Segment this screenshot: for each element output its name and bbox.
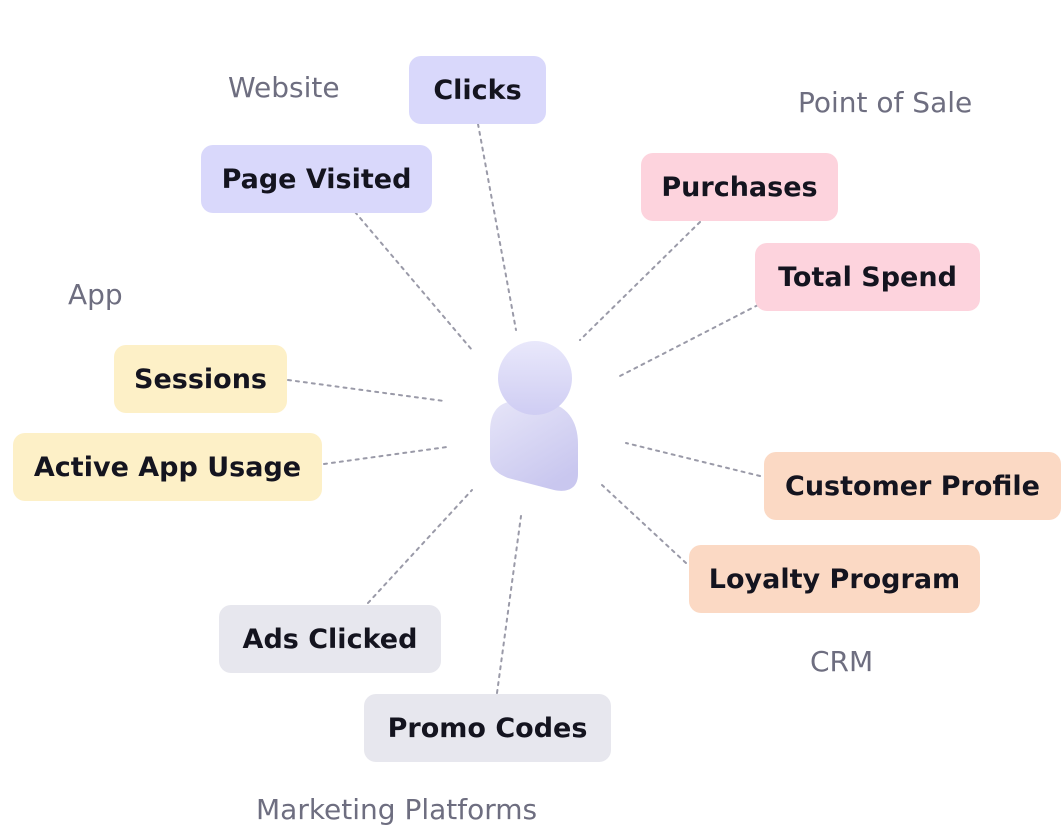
group-label-marketing-platforms: Marketing Platforms <box>256 793 538 826</box>
group-label-app: App <box>68 278 123 311</box>
node-active-app-usage[interactable]: Active App Usage <box>13 433 322 501</box>
connector-promo-codes <box>496 515 522 694</box>
node-customer-profile[interactable]: Customer Profile <box>764 452 1061 520</box>
node-clicks[interactable]: Clicks <box>409 56 546 124</box>
group-label-crm: CRM <box>810 645 874 678</box>
connector-loyalty-program <box>601 484 687 564</box>
connector-sessions <box>287 379 445 402</box>
connector-purchases <box>579 221 701 341</box>
connector-page-visited <box>354 211 473 351</box>
connector-clicks <box>477 123 517 331</box>
node-page-visited[interactable]: Page Visited <box>201 145 432 213</box>
connector-customer-profile <box>625 442 761 477</box>
node-loyalty-program[interactable]: Loyalty Program <box>689 545 980 613</box>
node-promo-codes[interactable]: Promo Codes <box>364 694 611 762</box>
connector-total-spend <box>619 304 759 377</box>
user-icon <box>490 341 578 491</box>
group-label-website: Website <box>228 71 340 104</box>
node-sessions[interactable]: Sessions <box>114 345 287 413</box>
node-ads-clicked[interactable]: Ads Clicked <box>219 605 441 673</box>
connector-ads-clicked <box>367 489 473 604</box>
node-total-spend[interactable]: Total Spend <box>755 243 980 311</box>
connector-active-app-usage <box>323 446 448 465</box>
node-purchases[interactable]: Purchases <box>641 153 838 221</box>
group-label-point-of-sale: Point of Sale <box>798 86 973 119</box>
